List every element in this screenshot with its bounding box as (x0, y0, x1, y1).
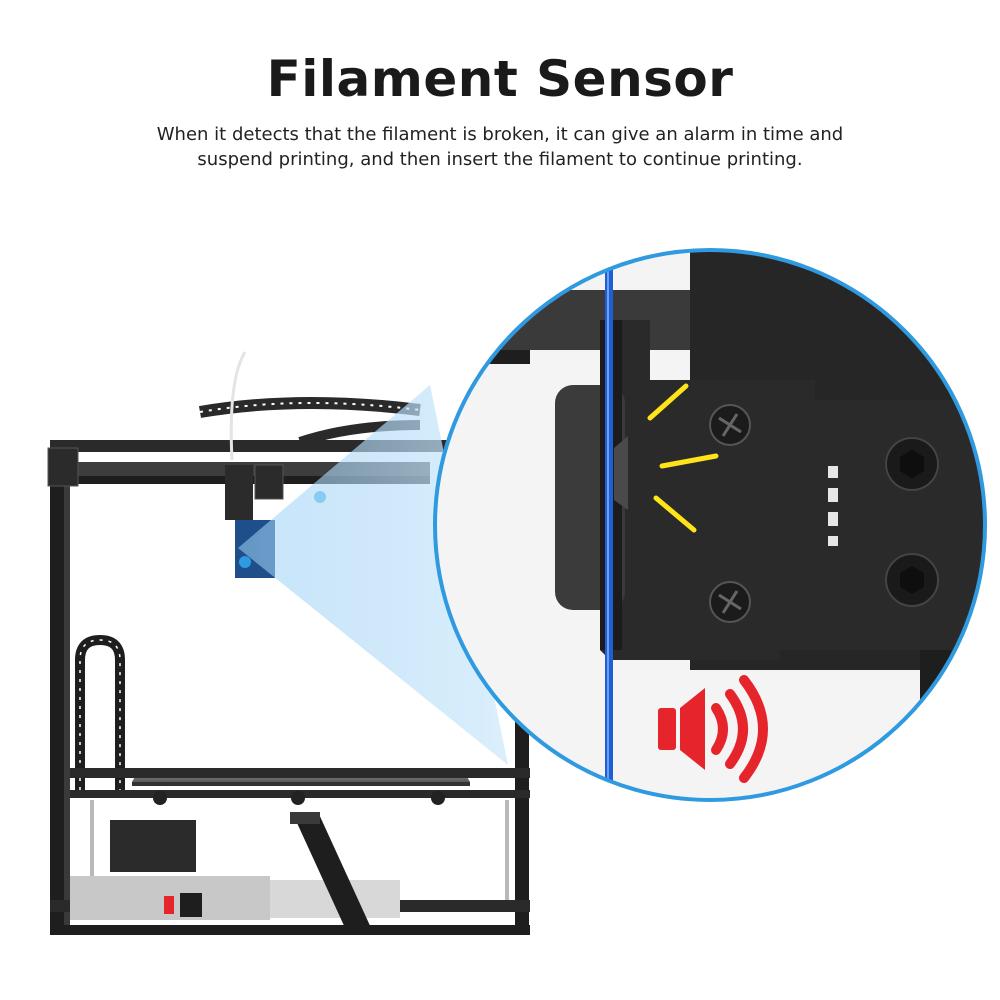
speaker-sound-icon (658, 675, 768, 783)
page-description: When it detects that the filament is bro… (156, 124, 844, 170)
signal-lines-icon (647, 383, 719, 533)
page-title: Filament Sensor (266, 50, 734, 108)
